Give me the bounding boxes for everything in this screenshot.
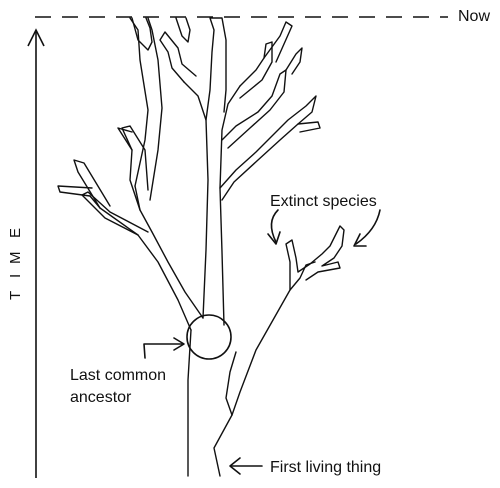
central-left-fork	[159, 31, 197, 83]
annotation-arrows	[143, 209, 381, 475]
left-tall-stem	[129, 17, 149, 187]
tree-of-life	[57, 17, 345, 477]
extinct-species-label: Extinct species	[270, 193, 377, 210]
central-stem-right	[219, 85, 241, 326]
left-branch-inner	[134, 185, 204, 319]
top-cut-stem-1	[131, 17, 153, 51]
time-letter-m: M	[7, 252, 24, 265]
ancestor-label-line2: ancestor	[70, 389, 132, 406]
left-tall-stem-inner	[147, 17, 163, 201]
extinct-branch	[285, 225, 345, 291]
right-trunk-lower	[225, 351, 237, 416]
left-mid-branch	[121, 125, 149, 211]
time-letter-e: E	[7, 228, 24, 238]
central-center-fork	[205, 17, 227, 121]
left-twig-lower	[81, 191, 149, 236]
ancestor-arrow	[143, 343, 183, 359]
right-arm-upper	[221, 69, 287, 149]
time-letter-t: T	[7, 291, 24, 300]
extinct-arrow-left	[270, 209, 279, 243]
extinct-arrow-right	[355, 209, 381, 245]
left-twig-upper	[57, 185, 93, 197]
top-cut-stem-2	[175, 17, 191, 43]
main-trunk	[187, 329, 192, 477]
right-arm-twig	[297, 121, 321, 133]
first-living-thing-label: First living thing	[270, 459, 381, 476]
right-arm-lower	[219, 95, 317, 201]
left-mid-twig	[117, 127, 133, 151]
left-twig-top	[73, 159, 111, 209]
now-label: Now	[458, 8, 490, 25]
central-right-fork	[239, 41, 273, 99]
right-top-twig	[263, 21, 293, 63]
ancestor-label-line1: Last common	[70, 367, 166, 384]
central-stem	[183, 81, 209, 319]
right-top-twig2	[285, 47, 303, 75]
main-trunk-right	[213, 261, 316, 477]
last-common-ancestor-circle	[186, 314, 232, 360]
left-branch	[89, 195, 192, 331]
time-axis-label: T I M E	[7, 228, 24, 300]
time-letter-i: I	[7, 274, 24, 278]
time-axis	[27, 28, 45, 478]
